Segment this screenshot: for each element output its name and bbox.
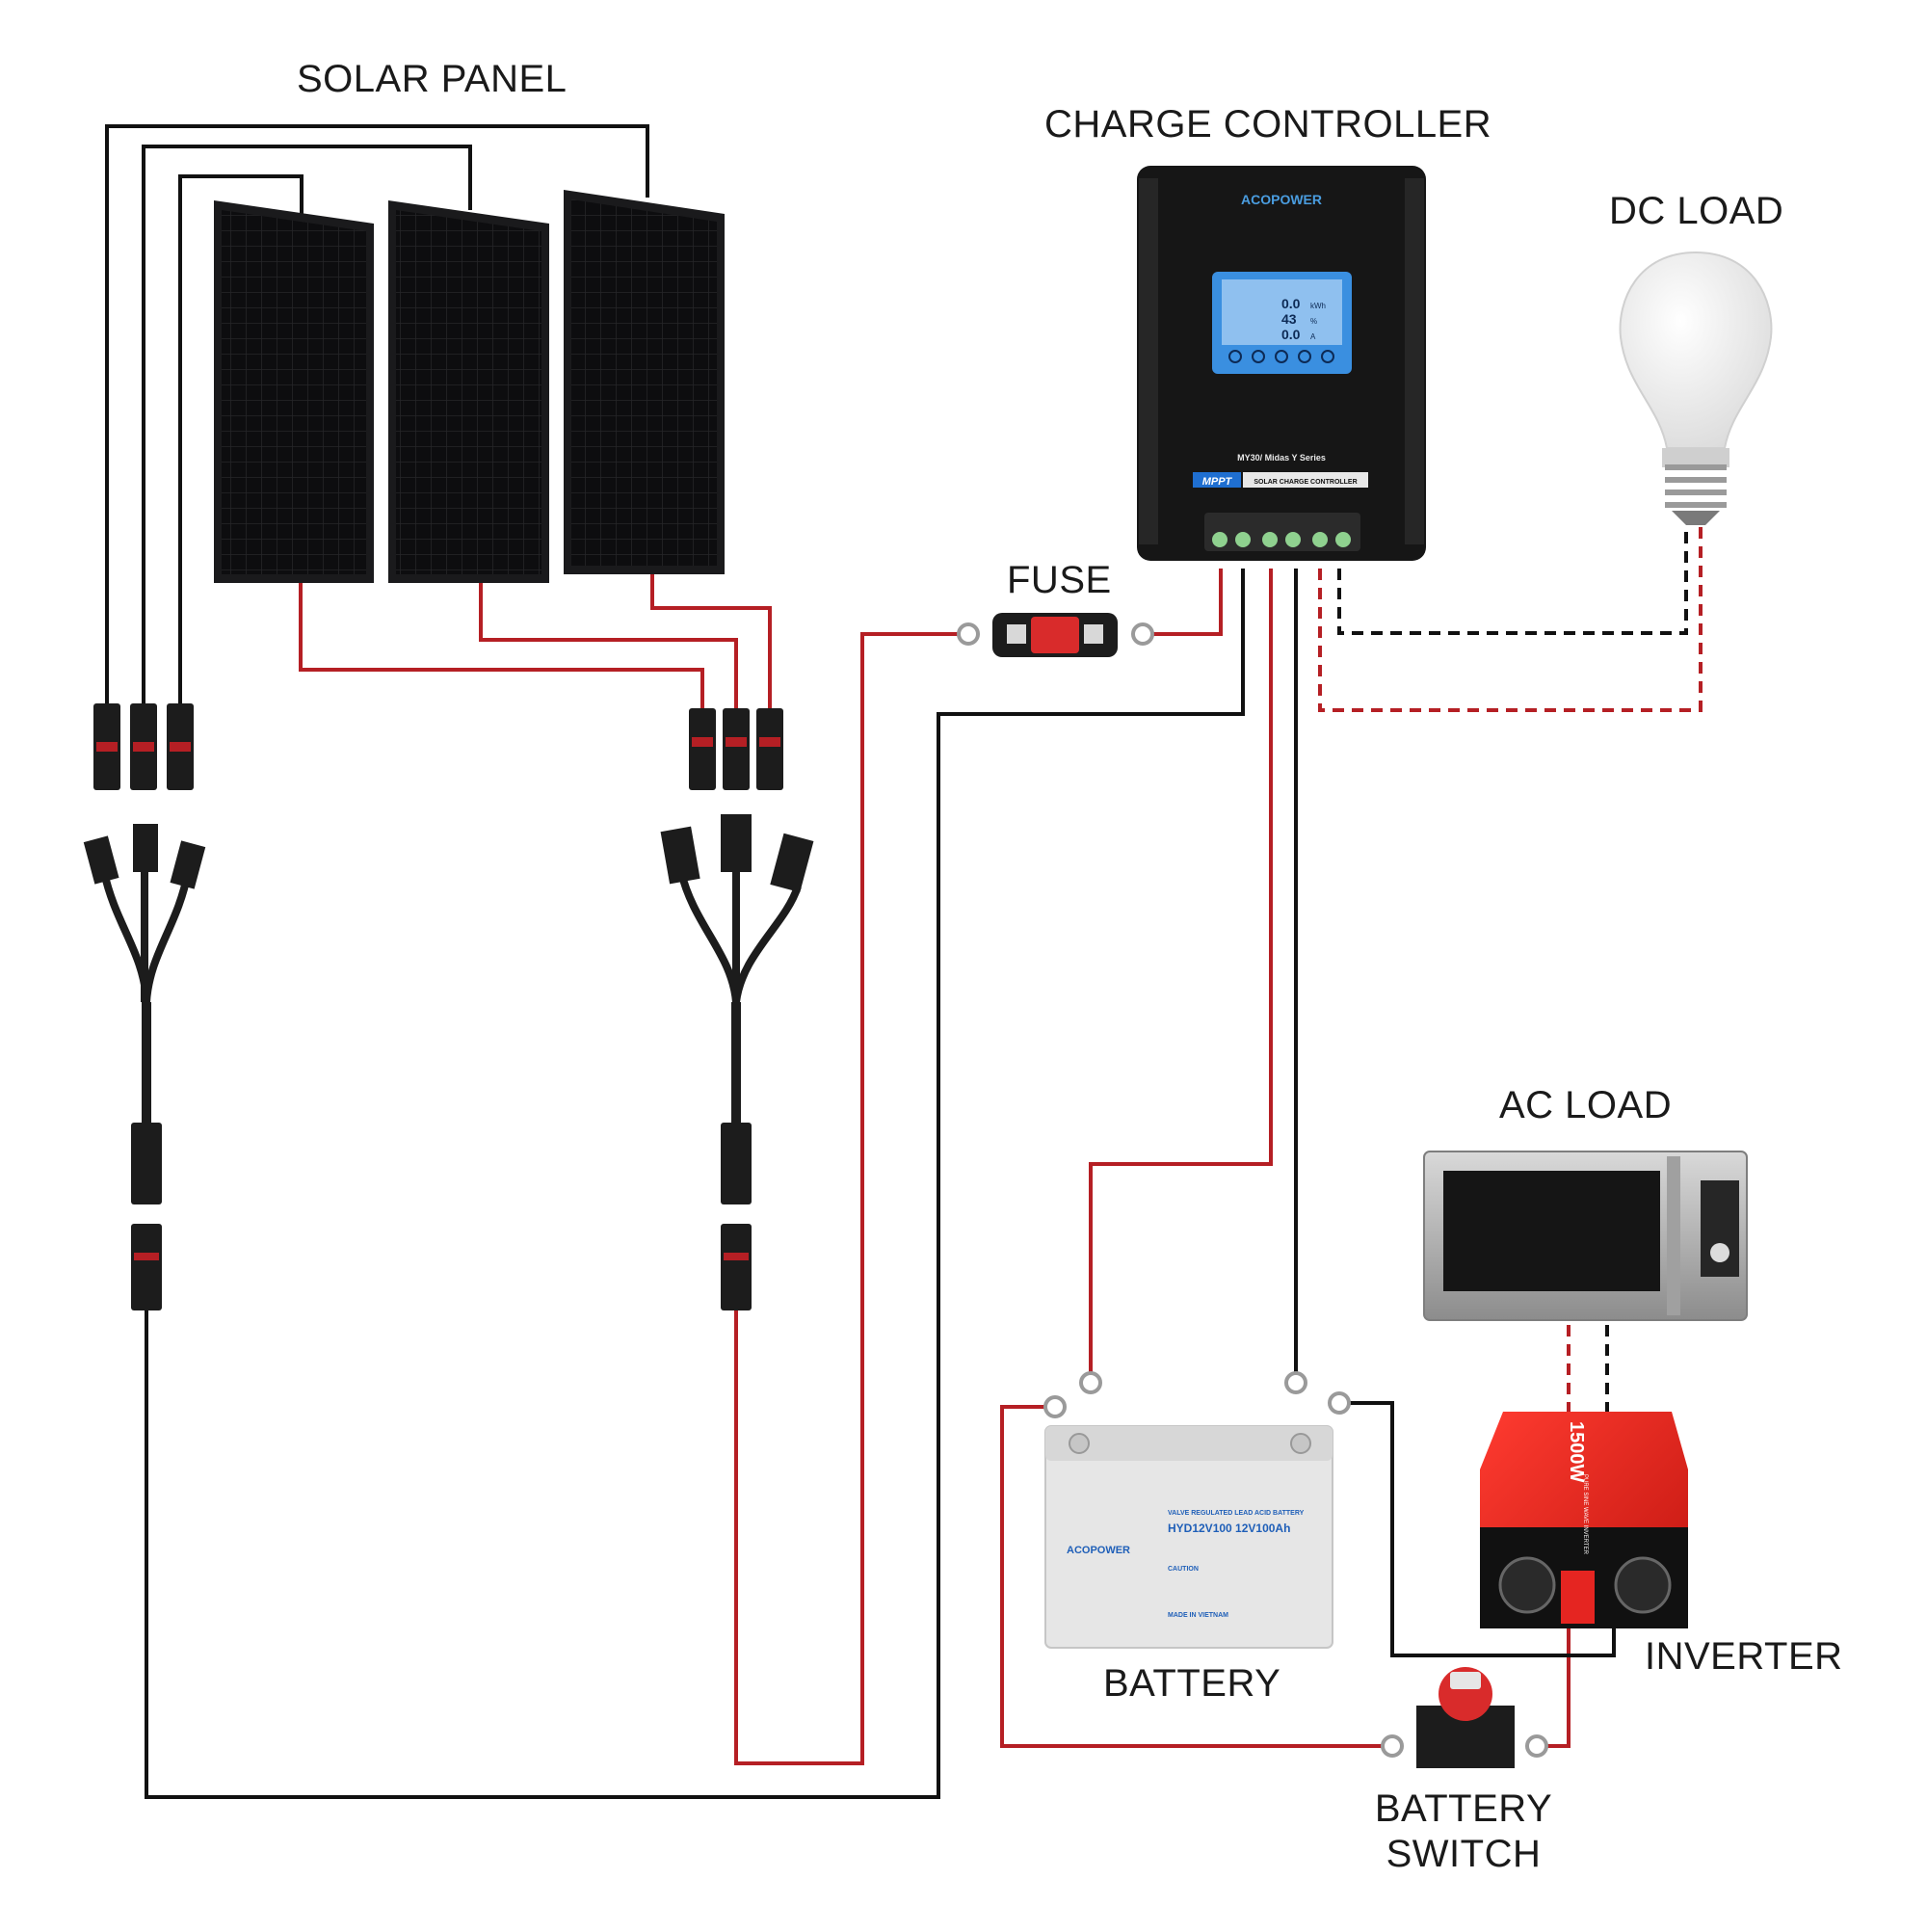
panel1-negative-wire: [178, 174, 304, 703]
battery-switch: [1381, 1667, 1548, 1768]
y-branch-connector-positive: [660, 814, 814, 1310]
battery-type: VALVE REGULATED LEAD ACID BATTERY: [1168, 1510, 1305, 1517]
battery-origin: MADE IN VIETNAM: [1168, 1612, 1228, 1619]
fuse-label: FUSE: [1007, 559, 1112, 601]
battery-switch-wire: [1000, 1405, 1383, 1748]
y-branch-connector-negative: [83, 824, 206, 1310]
switch-inverter-wire: [1546, 1628, 1571, 1748]
inverter: 1500W PURE SINE WAVE INVERTER: [1480, 1412, 1688, 1628]
panel1-positive-wire: [299, 578, 704, 708]
controller-model: MY30/ Midas Y Series: [1237, 453, 1326, 463]
battery-caution: CAUTION: [1168, 1566, 1199, 1573]
pv-positive-main-wire: [734, 632, 959, 1765]
charge-controller: ACOPOWER 0.0 kWh 43 % 0.0 A MY30/ Midas …: [1137, 166, 1426, 561]
fuse-to-controller-wire: [1152, 569, 1223, 636]
battery-switch-label-line-2: SWITCH: [1386, 1833, 1542, 1875]
inverter-type: PURE SINE WAVE INVERTER: [1582, 1474, 1588, 1555]
solar-panel-label: SOLAR PANEL: [297, 58, 568, 100]
wiring: [105, 124, 1703, 1799]
dc-load-label: DC LOAD: [1609, 190, 1784, 232]
dc-load-bulb: [1619, 251, 1773, 525]
charge-controller-label: CHARGE CONTROLLER: [1044, 103, 1492, 146]
battery: ACOPOWER VALVE REGULATED LEAD ACID BATTE…: [1044, 1425, 1333, 1649]
battery-switch-label-line-1: BATTERY: [1374, 1787, 1553, 1830]
panel2-negative-wire: [142, 145, 472, 703]
controller-brand: ACOPOWER: [1241, 192, 1322, 207]
controller-battery-positive-wire: [1089, 569, 1273, 1373]
battery-inverter-negative-wire: [1349, 1401, 1616, 1657]
solar-panel-1: [214, 200, 374, 583]
ac-load-microwave: [1423, 1151, 1748, 1321]
lcd-unit-2: %: [1310, 317, 1317, 326]
lcd-line-1: 0.0: [1281, 296, 1301, 311]
solar-panel-3: [564, 190, 725, 574]
inverter-rating: 1500W: [1566, 1421, 1587, 1482]
mc4-connectors-negative: [93, 703, 194, 790]
solar-panel-2: [388, 200, 549, 583]
lcd-line-2: 43: [1281, 311, 1297, 327]
lcd-unit-3: A: [1310, 332, 1316, 341]
load-positive-wire: [1318, 525, 1703, 712]
panel2-positive-wire: [479, 578, 738, 708]
battery-label: BATTERY: [1103, 1662, 1281, 1705]
battery-brand: ACOPOWER: [1067, 1545, 1130, 1556]
lcd-line-3: 0.0: [1281, 327, 1301, 342]
load-negative-wire: [1337, 525, 1688, 635]
panel3-positive-wire: [650, 571, 772, 708]
battery-lugs: [1043, 1371, 1351, 1418]
battery-model: HYD12V100 12V100Ah: [1168, 1522, 1290, 1535]
lcd-unit-1: kWh: [1310, 302, 1326, 310]
panel3-negative-wire: [105, 124, 649, 703]
inverter-label: INVERTER: [1645, 1635, 1843, 1678]
controller-mppt-badge: MPPT: [1202, 476, 1233, 488]
ac-load-label: AC LOAD: [1499, 1084, 1673, 1126]
controller-product-name: SOLAR CHARGE CONTROLLER: [1254, 479, 1357, 486]
fuse: [957, 613, 1154, 657]
mc4-connectors-positive: [689, 708, 783, 790]
pv-negative-main-wire: [145, 569, 1245, 1799]
